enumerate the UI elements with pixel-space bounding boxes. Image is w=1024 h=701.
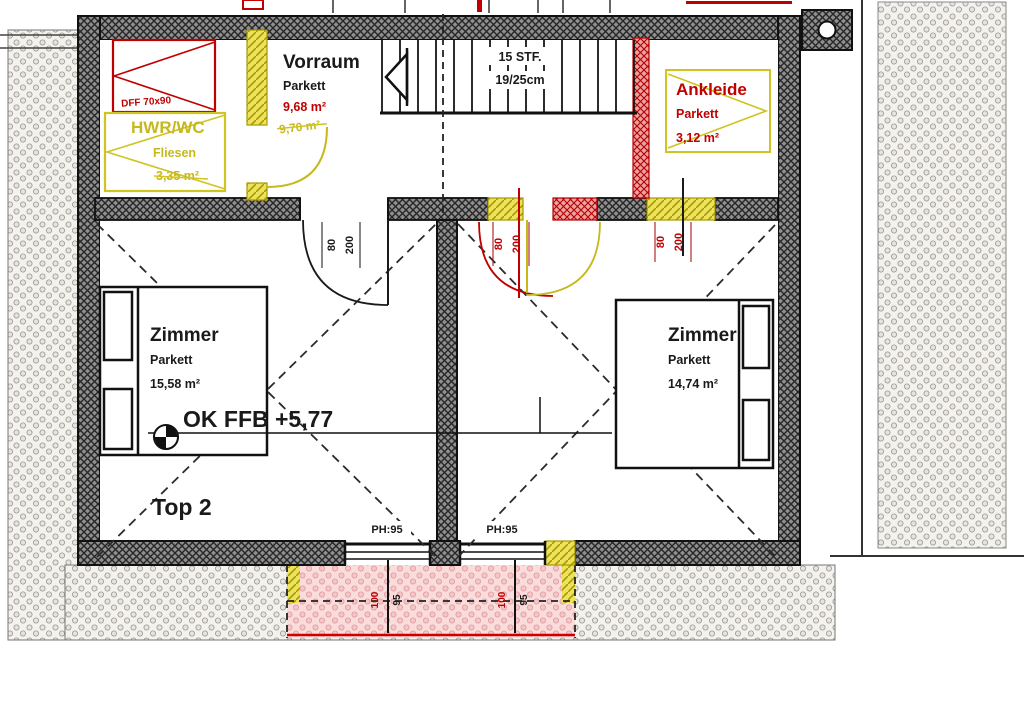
room-zimmer-west: Zimmer Parkett 15,58 m² xyxy=(150,325,219,391)
door-width-label-east: 80 xyxy=(655,236,667,248)
dimension-ticks-top xyxy=(332,0,611,13)
stair-steps-label: 15 STF. xyxy=(498,50,541,64)
new-wall-segment-red xyxy=(552,197,598,221)
window-dim-width-west: 100 xyxy=(370,591,381,608)
old-sill-yellow-left xyxy=(287,565,300,603)
site-hatch-left-strip xyxy=(7,29,79,641)
chimney-block xyxy=(801,9,853,51)
bed-east xyxy=(614,298,775,470)
room-vorraum: Vorraum Parkett 9,68 m² 9,70 m² xyxy=(276,52,360,137)
old-wall-segment-yellow-mid xyxy=(487,197,524,221)
room-area-hwrwc: 3,35 m² xyxy=(156,169,199,183)
door-middle-new-red: 80 200 xyxy=(478,188,601,298)
room-label-ankleide: Ankleide xyxy=(676,80,747,99)
window-dim-leaders xyxy=(387,560,516,633)
window-dim-labels: 100 95 100 95 xyxy=(370,591,530,608)
pillow xyxy=(741,398,771,462)
room-ankleide: Ankleide Parkett 3,12 m² xyxy=(665,69,771,153)
interior-wall-horizontal xyxy=(94,197,779,221)
pillow xyxy=(102,290,134,362)
door-swing-arc-yellow-old xyxy=(526,221,601,296)
room-label-hwrwc: HWR/WC xyxy=(131,118,205,137)
revision-marks-top xyxy=(242,0,792,12)
staircase: 15 STF. 19/25cm xyxy=(380,14,637,218)
room-hwr-wc: HWR/WC Fliesen 3,35 m² xyxy=(103,111,227,193)
room-area-vorraum: 9,68 m² xyxy=(283,100,326,114)
room-label-zimmer-west: Zimmer xyxy=(150,325,219,346)
site-hatch-right-block xyxy=(877,1,1007,549)
window-dim-height-west: 95 xyxy=(392,594,403,606)
pillow xyxy=(741,304,771,370)
interior-wall-middle-vertical xyxy=(436,219,458,542)
room-floor-zimmer-east: Parkett xyxy=(668,353,711,367)
bottom-wall xyxy=(77,540,801,566)
roof-window-label: DFF 70x90 xyxy=(121,95,172,109)
old-wall-segment-yellow-bottom xyxy=(544,540,576,566)
room-floor-zimmer-west: Parkett xyxy=(150,353,193,367)
room-zimmer-east: Zimmer Parkett 14,74 m² xyxy=(668,325,737,391)
dimension-lines-top-left xyxy=(0,34,78,49)
door-west-zimmer: 80 200 xyxy=(299,198,389,306)
door-width-label-west: 80 xyxy=(326,239,338,251)
room-label-vorraum: Vorraum xyxy=(283,52,360,73)
door-height-label-west: 200 xyxy=(344,236,356,254)
old-door-opening-yellow-east xyxy=(646,197,716,221)
room-area-zimmer-west: 15,58 m² xyxy=(150,377,200,391)
room-floor-ankleide: Parkett xyxy=(676,107,719,121)
pillow xyxy=(102,387,134,451)
old-door-swing-arc-hwr xyxy=(266,126,328,188)
new-wall-strip-red-stair xyxy=(632,37,650,199)
room-area-zimmer-east: 14,74 m² xyxy=(668,377,718,391)
unit-label: Top 2 xyxy=(152,494,212,520)
old-partition-yellow-hwr xyxy=(246,29,328,201)
level-marker-icon xyxy=(153,424,179,450)
door-height-label-east: 200 xyxy=(673,233,685,251)
parapet-labels: PH:95 PH:95 xyxy=(363,521,526,536)
window-dim-height-east: 95 xyxy=(519,594,530,606)
window-east xyxy=(458,541,547,565)
door-width-label-middle: 80 xyxy=(493,238,505,250)
chimney-flue-icon xyxy=(817,20,837,40)
stair-step-size-label: 19/25cm xyxy=(495,73,544,87)
window-dim-width-east: 100 xyxy=(497,591,508,608)
door-height-label-middle: 200 xyxy=(511,235,523,253)
bed-west xyxy=(98,285,269,457)
room-floor-hwrwc: Fliesen xyxy=(153,146,196,160)
old-sill-yellow-right xyxy=(562,565,575,603)
parapet-label-east: PH:95 xyxy=(486,524,517,536)
parapet-label-west: PH:95 xyxy=(371,524,402,536)
pink-work-zone xyxy=(286,565,576,638)
door-east-zimmer: 80 200 xyxy=(654,178,692,262)
room-floor-vorraum: Parkett xyxy=(283,79,326,93)
room-area-ankleide: 3,12 m² xyxy=(676,131,719,145)
room-label-zimmer-east: Zimmer xyxy=(668,325,737,346)
level-label: OK FFB +5,77 xyxy=(183,406,333,432)
door-swing-arc-west xyxy=(302,219,389,306)
level-annotation: OK FFB +5,77 xyxy=(148,397,612,450)
